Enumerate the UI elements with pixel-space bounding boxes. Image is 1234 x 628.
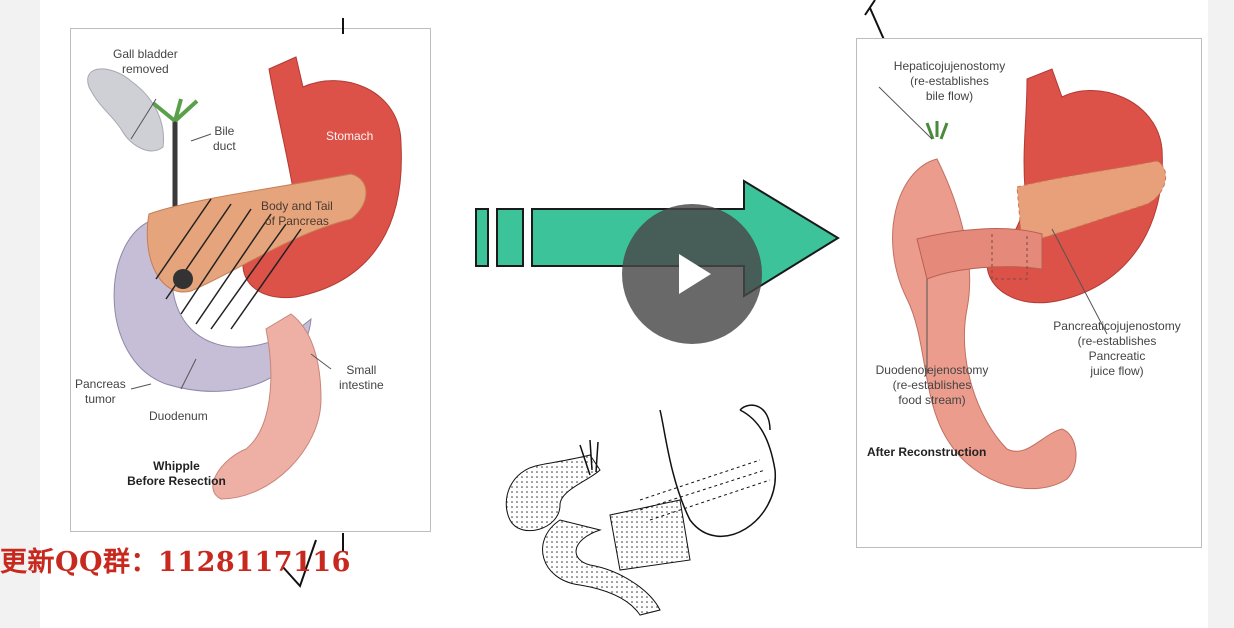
- before-resection-figure: Gall bladder removed Bile duct Stomach B…: [70, 28, 431, 532]
- scrollbar[interactable]: [1208, 0, 1234, 628]
- gallbladder-label: Gall bladder removed: [113, 47, 178, 76]
- body-tail-pancreas-label: Body and Tail of Pancreas: [261, 199, 333, 228]
- divider-mark-bottom: [342, 533, 344, 551]
- qq-group-watermark: 更新QQ群：1128117116: [0, 547, 351, 578]
- bile-duct-label: Bile duct: [213, 124, 236, 153]
- play-icon: [679, 254, 711, 294]
- anatomy-before-illustration: [87, 56, 402, 500]
- stomach-label: Stomach: [326, 129, 374, 143]
- after-reconstruction-caption: After Reconstruction: [867, 445, 987, 459]
- before-resection-caption: Whipple Before Resection: [127, 459, 226, 488]
- after-reconstruction-figure: Hepaticojujenostomy (re-establishes bile…: [856, 38, 1202, 548]
- small-intestine-label: Small intestine: [339, 363, 384, 392]
- pancreaticojejunostomy-label: Pancreaticojujenostomy (re-establishes P…: [1053, 319, 1181, 378]
- pancreas-tumor-label: Pancreas tumor: [75, 377, 126, 406]
- divider-mark-top: [342, 18, 344, 34]
- duodenojejunostomy-label: Duodenojejenostomy (re-establishes food …: [875, 363, 989, 407]
- anatomy-after-illustration: [878, 68, 1167, 490]
- play-button[interactable]: [622, 204, 762, 344]
- duodenum-label: Duodenum: [149, 409, 208, 423]
- hepaticojejunostomy-label: Hepaticojujenostomy (re-establishes bile…: [893, 59, 1006, 103]
